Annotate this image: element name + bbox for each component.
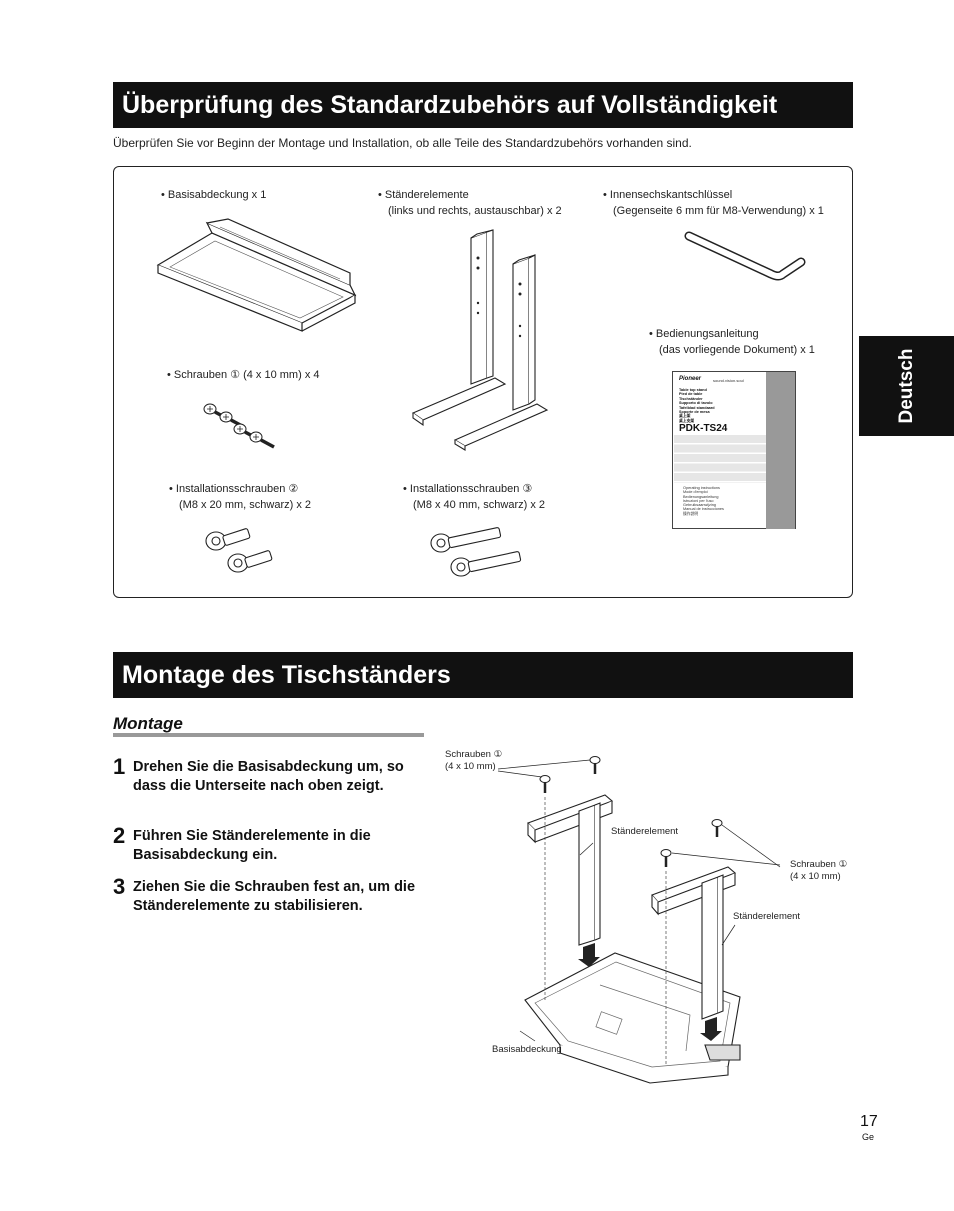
part-hex-key-line2: (Gegenseite 6 mm für M8-Verwendung) x 1: [613, 205, 824, 217]
part-inst-screws-3-line2: (M8 x 40 mm, schwarz) x 2: [413, 499, 546, 511]
manual-title-line: Pied de table: [679, 392, 703, 397]
assembly-stand-element-left: [527, 794, 614, 946]
guide-lines: [544, 797, 667, 1065]
diagram-label-screws-right-line2: (4 x 10 mm): [790, 871, 841, 882]
intro-text: Überprüfen Sie vor Beginn der Montage un…: [113, 136, 692, 150]
small-screws-illustration: [203, 403, 275, 449]
diagram-label-stand-element-1: Ständerelement: [611, 826, 679, 837]
diagram-label-screws-top-line2: (4 x 10 mm): [445, 761, 496, 772]
diagram-label-base-cover: Basisabdeckung: [492, 1044, 562, 1055]
step-text: Ziehen Sie die Schrauben fest an, um die…: [133, 879, 416, 914]
diagram-label-screws-right-line1: Schrauben ①: [790, 859, 848, 870]
section-title-accessories: Überprüfung des Standardzubehörs auf Vol…: [113, 82, 853, 128]
hex-key-icon: [684, 231, 806, 281]
manual-language-line: Bedienungsanleitung: [683, 494, 719, 499]
manual-cover: Pioneer sound.vision.soul Table top stan…: [672, 371, 796, 529]
diagram-label-screws-right: Schrauben ① (4 x 10 mm): [790, 859, 847, 883]
step-text: Führen Sie Ständerelemente in die Basisa…: [133, 828, 371, 863]
base-cover-illustration: [156, 218, 357, 332]
manual-language-line: Operating instructions: [683, 486, 720, 490]
part-stand-elements-line2: (links und rechts, austauschbar) x 2: [388, 205, 562, 217]
diagram-label-screws-top-line1: Schrauben ①: [445, 749, 503, 760]
manual-title-line: Tafelblad standaard: [679, 405, 715, 410]
part-inst-screws-3-label: • Installationsschrauben ③ (M8 x 40 mm, …: [403, 481, 545, 513]
part-base-cover-label: • Basisabdeckung x 1: [161, 189, 267, 201]
insert-arrows: [578, 943, 722, 1041]
manual-title-line: 桌上支架: [679, 418, 695, 423]
manual-title-line: Table top stand: [679, 388, 707, 392]
page-number: 17: [860, 1113, 878, 1130]
stand-elements-illustration: [411, 229, 549, 451]
step-number: 3: [113, 874, 126, 899]
diagram-label-stand-element-2: Ständerelement: [733, 911, 801, 922]
part-inst-screws-3-line1: • Installationsschrauben ③: [403, 483, 533, 495]
step-number: 2: [113, 823, 126, 848]
manual-language-list: Operating instructions Mode d'emploi Bed…: [683, 486, 724, 516]
manual-title-line: Tischständer: [679, 396, 703, 401]
assembly-screws: [539, 756, 723, 867]
part-manual-label: • Bedienungsanleitung (das vorliegende D…: [649, 326, 815, 358]
pioneer-tagline: sound.vision.soul: [713, 378, 744, 383]
manual-language-line: Gebruiksaanwijzing: [683, 503, 716, 508]
manual-title-line: 桌上架: [679, 414, 691, 419]
part-screws-label: • Schrauben ① (4 x 10 mm) x 4: [167, 369, 320, 381]
manual-language-line: 操作說明: [683, 511, 699, 516]
manual-language-line: Mode d'emploi: [683, 490, 708, 495]
step-number: 1: [113, 754, 126, 779]
manual-cover-side-band: [766, 372, 795, 529]
assembly-stand-element-right: [651, 866, 737, 1020]
manual-title-line: Soporte de mesa: [679, 410, 710, 415]
part-stand-elements-line1: • Ständerelemente: [378, 189, 469, 201]
manual-title-list: Table top stand Pied de table Tischständ…: [679, 388, 715, 423]
assembly-diagram: [497, 756, 781, 1084]
part-hex-key-label: • Innensechskantschlüssel (Gegenseite 6 …: [603, 187, 824, 219]
section-title-assembly: Montage des Tischständers: [113, 652, 853, 698]
install-screws-m8x20-illustration: [205, 528, 273, 573]
manual-language-line: Istruzioni per l'uso: [683, 498, 714, 503]
assembly-base-cover: [524, 952, 741, 1084]
page-language-code: Ge: [862, 1132, 875, 1142]
manual-language-line: Manual de instrucciones: [683, 507, 724, 512]
manual-cover-stripes: [674, 435, 766, 483]
part-hex-key-line1: • Innensechskantschlüssel: [603, 189, 733, 201]
part-manual-line2: (das vorliegende Dokument) x 1: [659, 344, 815, 356]
manual-model-number: PDK-TS24: [679, 423, 728, 434]
pioneer-logo: Pioneer: [679, 376, 702, 382]
part-inst-screws-2-label: • Installationsschrauben ② (M8 x 20 mm, …: [169, 481, 311, 513]
part-stand-elements-label: • Ständerelemente (links und rechts, aus…: [378, 187, 562, 219]
diagram-label-screws-top: Schrauben ① (4 x 10 mm): [445, 749, 502, 773]
part-manual-line1: • Bedienungsanleitung: [649, 328, 759, 340]
subheading-rule: [113, 733, 424, 737]
language-side-tab: Deutsch: [859, 336, 954, 436]
accessories-box: [113, 166, 853, 598]
part-inst-screws-2-line2: (M8 x 20 mm, schwarz) x 2: [179, 499, 312, 511]
part-inst-screws-2-line1: • Installationsschrauben ②: [169, 483, 299, 495]
install-screws-m8x40-illustration: [430, 527, 522, 577]
leader-lines: [497, 759, 781, 1042]
manual-title-line: Supporto di tavolo: [679, 401, 713, 406]
step-text: Drehen Sie die Basisabdeckung um, so das…: [133, 759, 404, 794]
language-side-tab-label: Deutsch: [895, 348, 917, 424]
subheading-montage: Montage: [113, 714, 183, 733]
